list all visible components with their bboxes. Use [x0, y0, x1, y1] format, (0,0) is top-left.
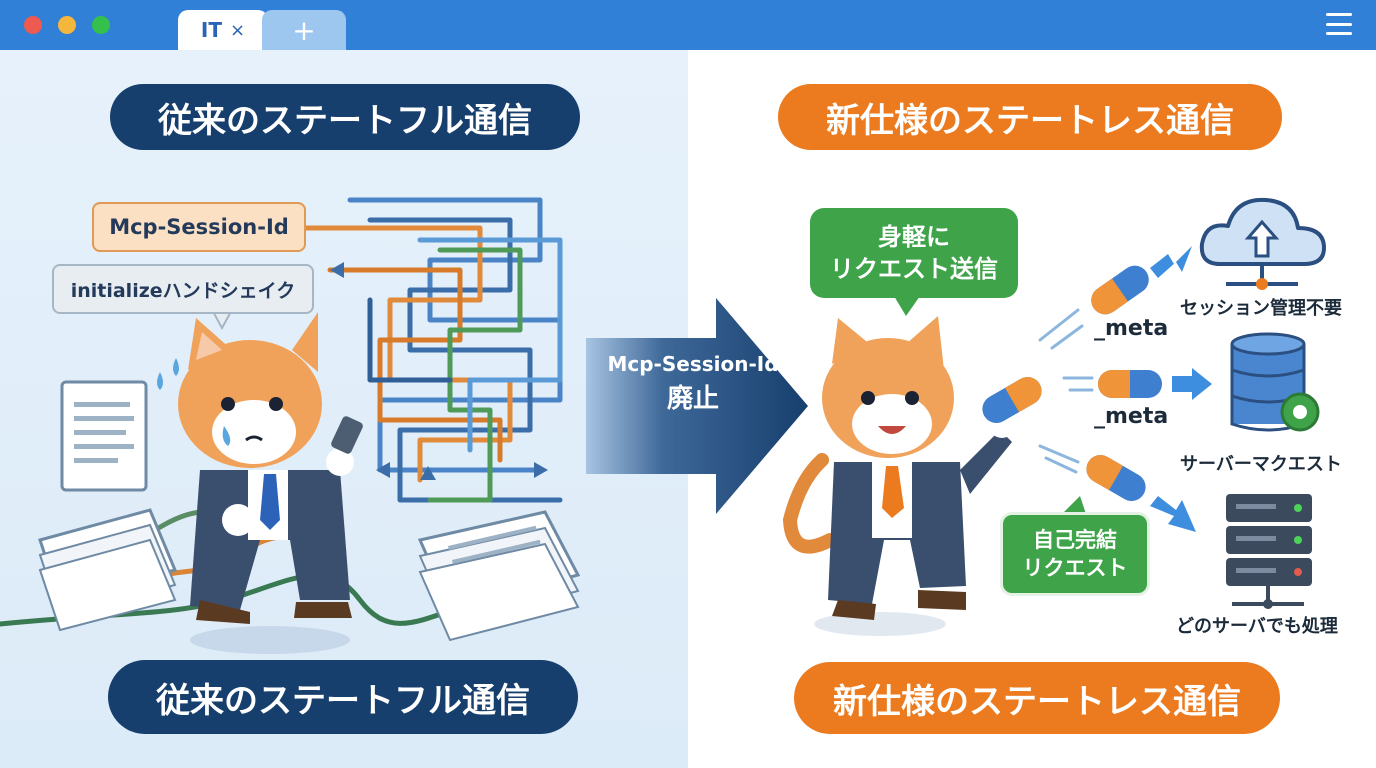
left-title-top: 従来のステートフル通信 — [110, 84, 580, 150]
meta-label-1: _meta — [1094, 316, 1169, 341]
transition-line-1: Mcp-Session-Id — [607, 352, 779, 376]
bubble-line-2: リクエスト送信 — [830, 255, 998, 283]
tangled-cables-icon — [297, 197, 563, 503]
worried-cat-icon — [178, 312, 363, 654]
server-caption-2: サーバーマクエスト — [1180, 454, 1342, 475]
transition-arrow-icon — [586, 298, 808, 514]
self-tag-tail-icon — [1062, 496, 1086, 514]
browser-tab[interactable]: IT × — [178, 10, 268, 50]
capsule-icon — [982, 376, 1042, 423]
minimize-window-dot[interactable] — [58, 16, 76, 34]
left-title-bottom: 従来のステートフル通信 — [108, 660, 578, 734]
document-icon — [60, 380, 148, 492]
tab-close-icon[interactable]: × — [230, 19, 246, 41]
database-gear-icon — [1230, 332, 1320, 432]
cloud-upload-icon — [1199, 197, 1326, 290]
new-tab-button[interactable]: + — [262, 10, 346, 50]
self-line-1: 自己完結 — [1033, 528, 1117, 552]
cable-arrowheads-icon — [330, 262, 548, 480]
bubble-line-1: 身軽に — [878, 223, 950, 251]
server-caption-1: セッション管理不要 — [1180, 298, 1342, 319]
capsule-icon — [1098, 370, 1162, 398]
server-rack-icon — [1226, 494, 1312, 609]
capsule-icon — [1091, 265, 1149, 315]
self-line-2: リクエスト — [1022, 556, 1128, 580]
capsule-icon — [1086, 455, 1146, 501]
paper-stack-icon — [417, 510, 581, 642]
happy-cat-icon — [782, 316, 1016, 636]
server-caption-3: どのサーバでも処理 — [1176, 616, 1338, 637]
transition-line-2: 廃止 — [666, 384, 719, 414]
motion-lines-icon — [1038, 308, 1094, 474]
session-id-tag: Mcp-Session-Id — [92, 202, 306, 252]
self-contained-request-tag: 自己完結 リクエスト — [1000, 512, 1150, 596]
hamburger-menu-icon[interactable] — [1326, 13, 1352, 35]
sweat-drop-icon — [157, 358, 179, 390]
paper-stack-icon — [38, 508, 178, 632]
maximize-window-dot[interactable] — [92, 16, 110, 34]
bubble-tail-icon — [894, 296, 920, 316]
right-title-bottom: 新仕様のステートレス通信 — [794, 662, 1280, 734]
initialize-handshake-tag: initializeハンドシェイク — [52, 264, 314, 314]
close-window-dot[interactable] — [24, 16, 42, 34]
tab-label: IT — [200, 18, 222, 42]
flow-arrow-icon — [1150, 246, 1212, 532]
meta-label-2: _meta — [1094, 404, 1169, 429]
light-request-bubble: 身軽に リクエスト送信 — [810, 208, 1018, 298]
transition-label: Mcp-Session-Id 廃止 — [586, 352, 800, 415]
right-title-top: 新仕様のステートレス通信 — [778, 84, 1282, 150]
browser-titlebar: IT × + — [0, 0, 1376, 50]
